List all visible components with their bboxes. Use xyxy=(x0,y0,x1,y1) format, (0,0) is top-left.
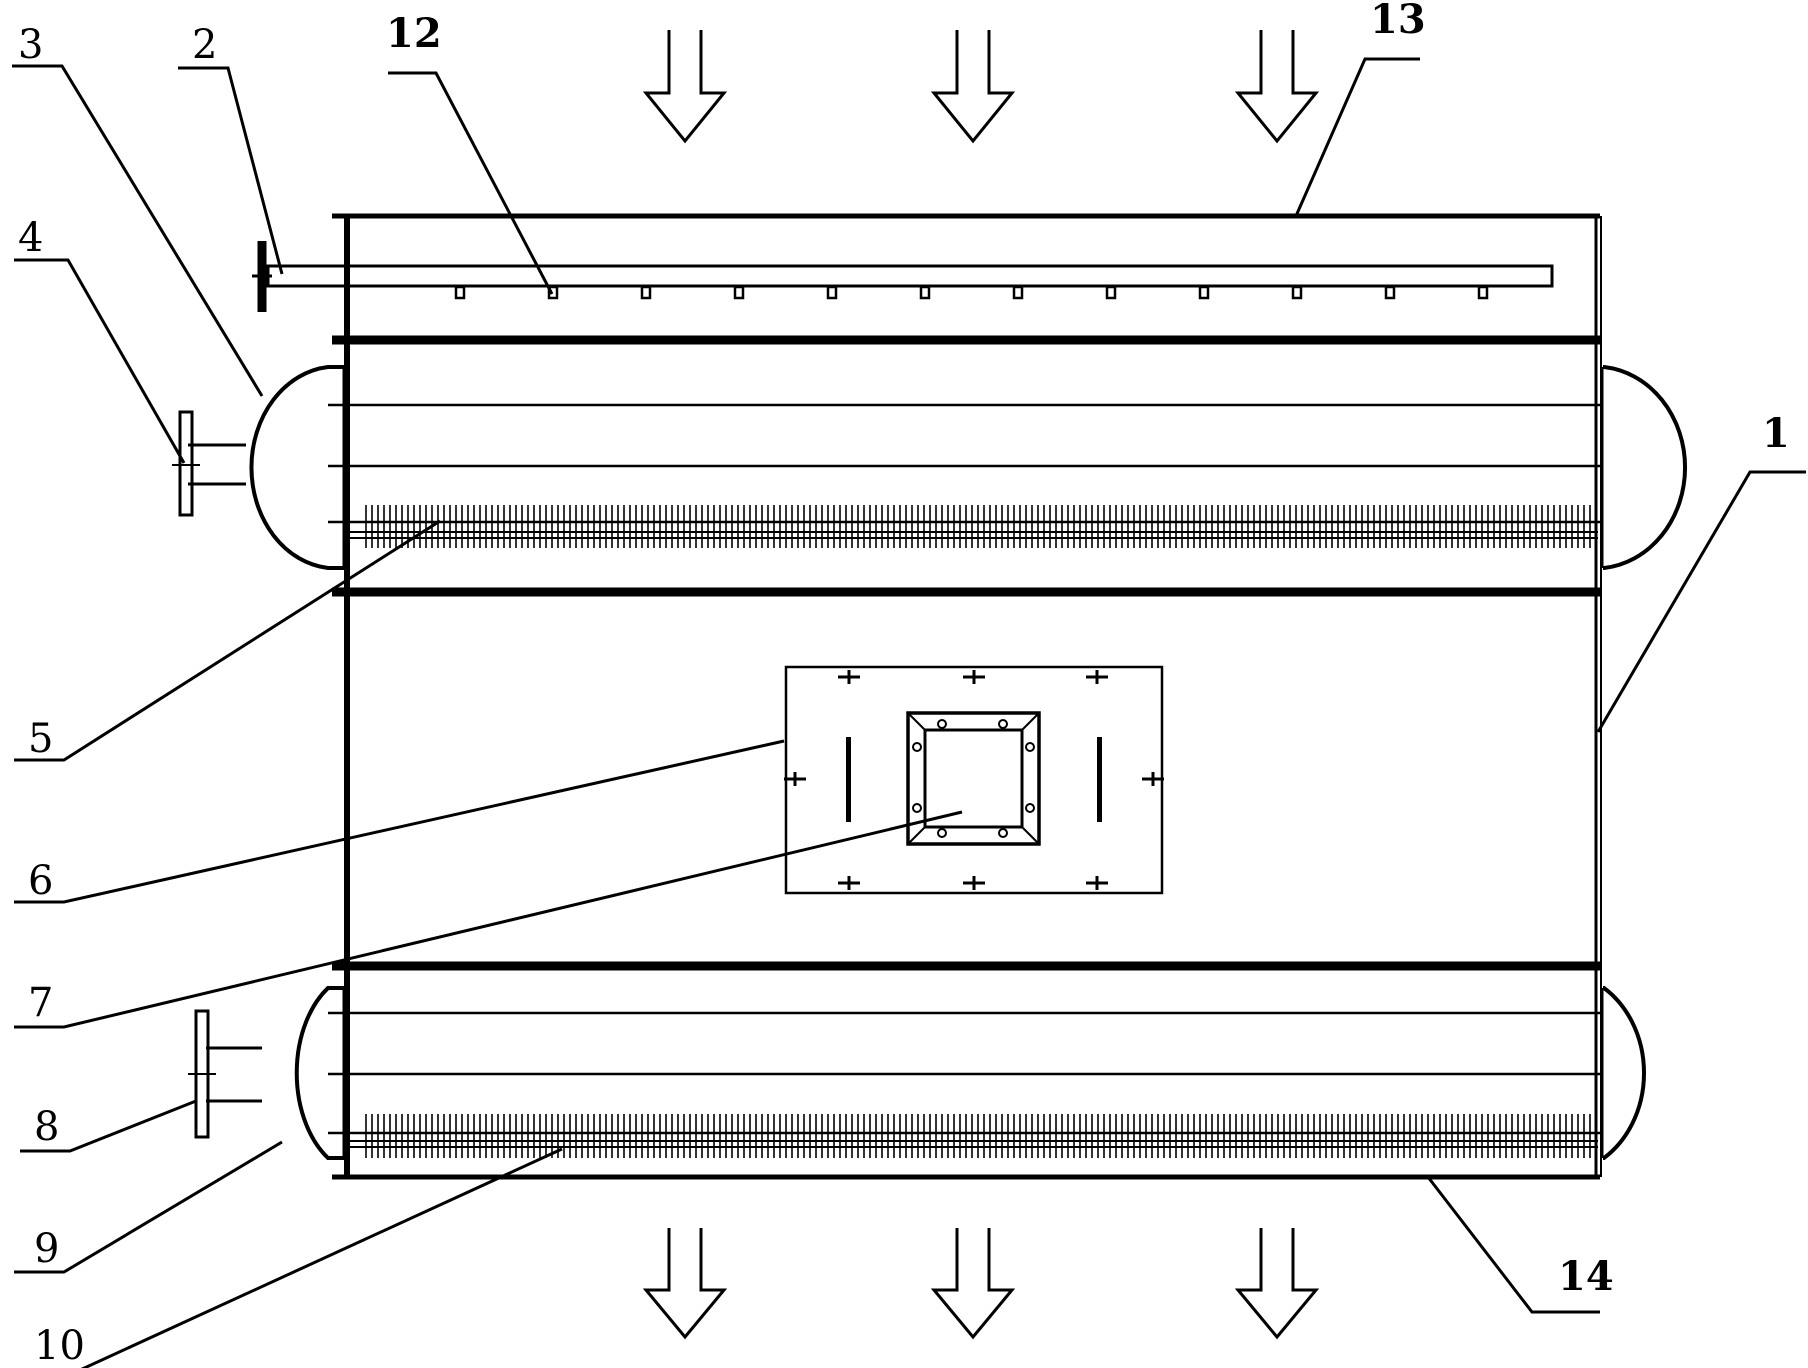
upper-fins xyxy=(365,505,1591,548)
spray-nozzle xyxy=(640,285,652,300)
label-4: 4 xyxy=(18,215,43,261)
outlet-flow-arrows xyxy=(642,1228,1320,1340)
label-9: 9 xyxy=(34,1226,59,1272)
leader-6 xyxy=(14,739,785,904)
outlet-arrow-left xyxy=(642,1228,728,1340)
panel-fastener xyxy=(963,670,985,684)
label-5: 5 xyxy=(28,716,53,762)
opening-bolt xyxy=(937,828,947,838)
lower-tube-bundle xyxy=(328,1011,1602,1158)
panel-fastener xyxy=(963,876,985,890)
leader-10 xyxy=(80,1147,563,1368)
spray-nozzle xyxy=(1012,285,1024,300)
opening-bolt xyxy=(998,719,1008,729)
spray-nozzle xyxy=(919,285,931,300)
inlet-flow-arrows xyxy=(642,30,1320,144)
opening-bolts xyxy=(912,719,1035,838)
lower-outlet-nozzle xyxy=(188,1009,262,1139)
upper-inlet-nozzle xyxy=(172,410,246,517)
label-8: 8 xyxy=(34,1104,59,1150)
label-6: 6 xyxy=(28,858,53,904)
spray-nozzle xyxy=(733,285,745,300)
panel-fastener xyxy=(838,670,860,684)
opening-corner-tr xyxy=(1021,712,1040,731)
spray-nozzle xyxy=(1384,285,1396,300)
spray-nozzle xyxy=(826,285,838,300)
leader-1 xyxy=(1596,470,1806,733)
lower-left-header xyxy=(294,986,345,1160)
inlet-arrow-left xyxy=(642,30,728,144)
label-10: 10 xyxy=(34,1323,85,1368)
panel-fastener xyxy=(838,876,860,890)
headers xyxy=(249,365,1688,1160)
panel-slots xyxy=(846,737,1102,822)
leader-5 xyxy=(14,519,441,762)
upper-right-header xyxy=(1603,365,1688,570)
upper-nozzle-flange xyxy=(178,410,194,517)
panel-fastener xyxy=(784,772,806,786)
label-2: 2 xyxy=(192,22,217,68)
leader-lines xyxy=(12,57,1806,1368)
label-14: 14 xyxy=(1558,1253,1614,1300)
opening-inner-frame xyxy=(923,728,1024,829)
label-13: 13 xyxy=(1370,0,1426,43)
inlet-arrow-center xyxy=(930,30,1016,144)
label-3: 3 xyxy=(18,22,43,68)
spray-nozzle xyxy=(1105,285,1117,300)
lower-fins xyxy=(365,1114,1591,1158)
spray-nozzle xyxy=(1291,285,1303,300)
access-panel-frame xyxy=(784,665,1164,895)
casing xyxy=(332,213,1602,1180)
leader-3 xyxy=(12,64,264,397)
opening-corner-tl xyxy=(907,712,926,731)
leader-4 xyxy=(14,258,186,464)
outlet-arrow-center xyxy=(930,1228,1016,1340)
spray-nozzle xyxy=(454,285,466,300)
spray-pipe-body xyxy=(266,264,1554,288)
opening-bolt xyxy=(912,742,922,752)
leader-2 xyxy=(178,66,284,275)
label-7: 7 xyxy=(28,980,53,1026)
upper-left-header xyxy=(249,365,345,570)
leader-7 xyxy=(14,810,963,1029)
opening-bolt xyxy=(937,719,947,729)
label-12: 12 xyxy=(386,10,442,57)
outlet-arrow-right xyxy=(1234,1228,1320,1340)
panel-fasteners xyxy=(784,670,1164,890)
opening-corner-bl xyxy=(907,826,926,845)
opening-bolt xyxy=(1025,742,1035,752)
upper-tube-bundle xyxy=(328,403,1602,548)
panel-fastener xyxy=(1086,876,1108,890)
spray-nozzle xyxy=(547,285,559,300)
leader-13 xyxy=(1294,57,1420,217)
opening-bolt xyxy=(912,803,922,813)
opening-bolt xyxy=(998,828,1008,838)
lower-right-header xyxy=(1602,986,1646,1160)
opening-outer-frame xyxy=(906,711,1041,846)
panel-fastener xyxy=(1142,772,1164,786)
spray-pipe xyxy=(252,241,1554,312)
leader-8 xyxy=(20,1099,197,1153)
panel-slot-right xyxy=(1097,737,1102,822)
spray-nozzle xyxy=(1198,285,1210,300)
spray-nozzle xyxy=(1477,285,1489,300)
panel-slot-left xyxy=(846,737,851,822)
panel-fastener xyxy=(1086,670,1108,684)
part-labels: 1 2 3 4 5 6 7 8 9 10 12 13 14 xyxy=(18,0,1790,1368)
leader-12 xyxy=(388,71,554,295)
opening-corner-br xyxy=(1021,826,1040,845)
opening-bolt xyxy=(1025,803,1035,813)
inlet-arrow-right xyxy=(1234,30,1320,144)
label-1: 1 xyxy=(1762,410,1790,457)
spray-nozzles xyxy=(454,285,1489,300)
leader-14 xyxy=(1426,1176,1600,1314)
access-panel xyxy=(784,665,1164,895)
leader-9 xyxy=(14,1140,283,1274)
